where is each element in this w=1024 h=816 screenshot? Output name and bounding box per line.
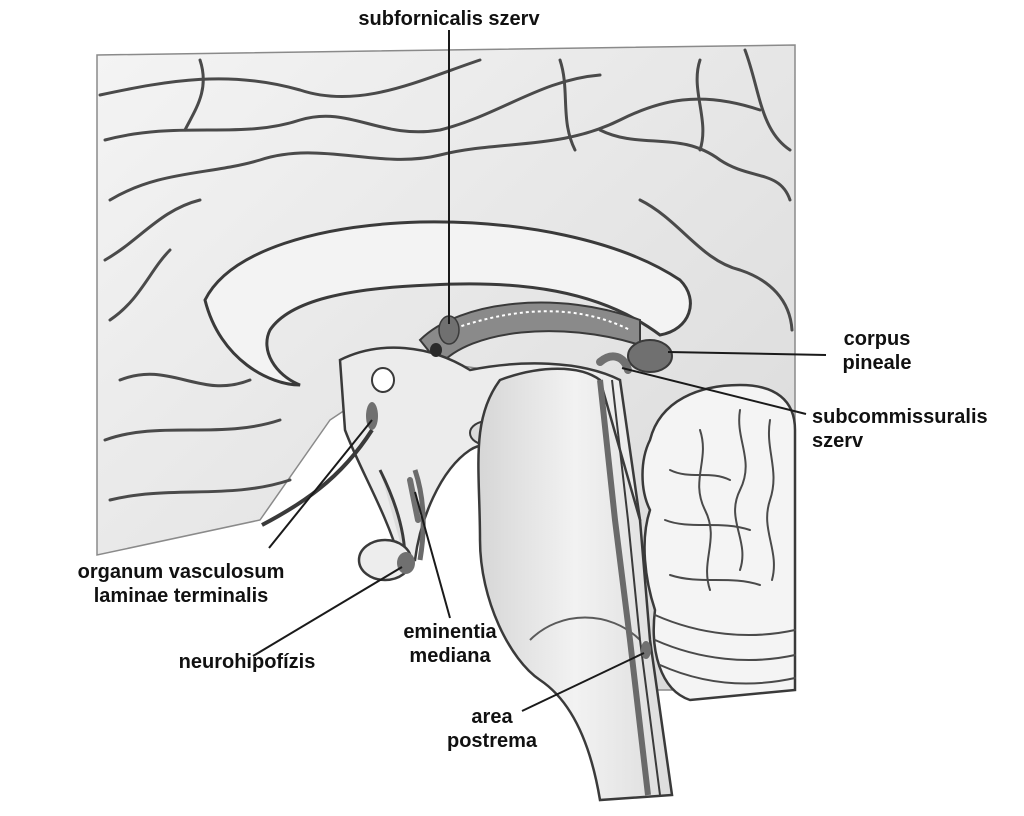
label-subfornical-organ: subfornicalis szerv — [358, 8, 540, 30]
label-median-eminence: eminentia mediana — [403, 621, 497, 667]
corpus-callosum — [203, 220, 692, 387]
subcommissural-organ — [596, 352, 632, 374]
area-postrema-organ — [641, 641, 651, 659]
label-pineal-body: corpus pineale — [842, 328, 912, 374]
label-subcommissural-organ: subcommissuralis szerv — [812, 406, 988, 452]
leader-ovlt — [268, 419, 373, 549]
label-ovlt: organum vasculosum laminae terminalis — [77, 561, 285, 607]
leader-area-postrema — [521, 652, 645, 712]
label-neurohypophysis: neurohipofízis — [178, 651, 316, 673]
median-eminence-organ — [407, 477, 421, 523]
leader-lines — [252, 30, 827, 712]
leader-neurohypophysis — [252, 566, 403, 657]
brainstem — [477, 367, 674, 802]
pineal-organ — [627, 339, 673, 373]
cerebral-cortex — [96, 44, 796, 691]
label-area-postrema: area postrema — [446, 706, 538, 752]
leader-median-eminence — [414, 491, 451, 619]
cerebellum — [641, 383, 797, 702]
leader-subcommissural — [621, 367, 807, 415]
leader-pineal — [667, 351, 827, 356]
subfornical-organ — [430, 315, 460, 357]
